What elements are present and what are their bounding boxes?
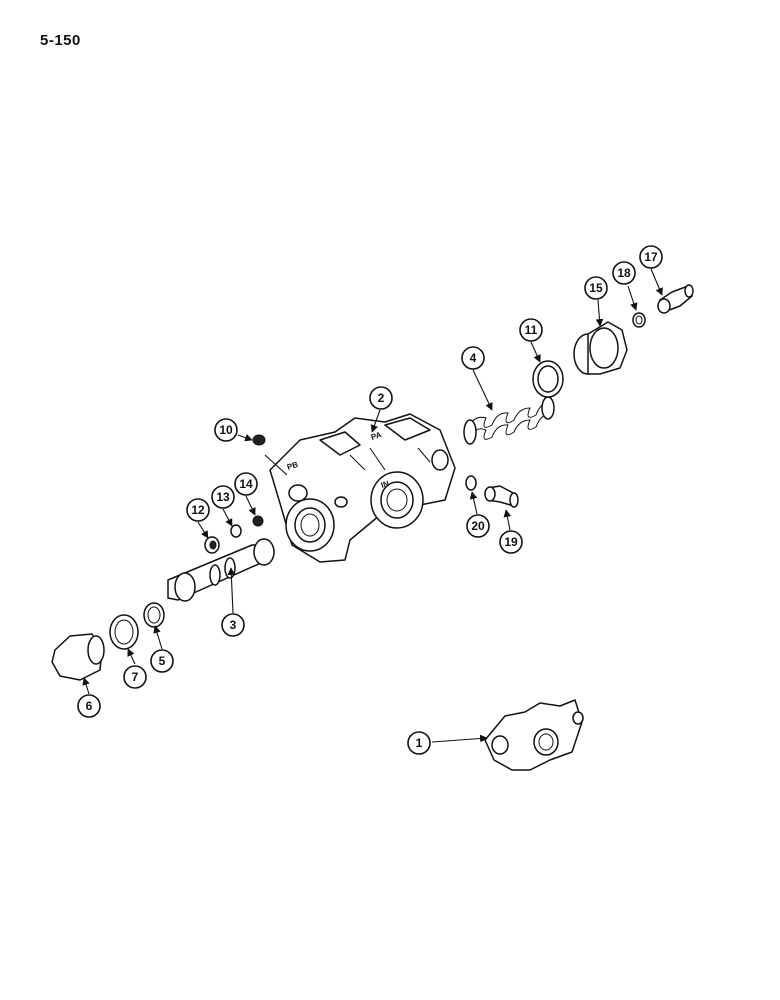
callout-15: 15	[584, 276, 608, 300]
plug-cap	[573, 321, 628, 375]
spool	[167, 538, 275, 602]
set-screw-14	[252, 515, 264, 527]
callout-10: 10	[214, 418, 238, 442]
o-ring-13	[230, 524, 242, 538]
callout-12-label: 12	[191, 503, 205, 517]
valve-body: PB PA IN	[269, 413, 456, 563]
o-ring-18	[632, 312, 646, 328]
port-label-pb: PB	[286, 460, 300, 472]
callout-17-label: 17	[644, 250, 658, 264]
callout-14-label: 14	[239, 477, 253, 491]
o-ring-20	[465, 475, 477, 491]
callout-1: 1	[407, 731, 431, 755]
callout-18: 18	[612, 261, 636, 285]
callout-6: 6	[77, 694, 101, 718]
callout-19-label: 19	[504, 535, 518, 549]
callout-7-label: 7	[132, 670, 139, 684]
fitting-17	[657, 284, 694, 314]
plug-12	[204, 536, 220, 554]
callout-11-label: 11	[525, 323, 538, 337]
callout-13-label: 13	[216, 490, 230, 504]
callout-1-label: 1	[416, 736, 423, 750]
port-label-pa: PA	[370, 430, 383, 442]
callout-4: 4	[461, 346, 485, 370]
leader-lines	[82, 268, 663, 743]
callout-17: 17	[639, 245, 663, 269]
fitting-19	[484, 485, 519, 508]
callout-13: 13	[211, 485, 235, 509]
callout-6-label: 6	[86, 699, 93, 713]
spring	[463, 396, 555, 445]
callout-18-label: 18	[617, 266, 631, 280]
page-number: 5-150	[40, 32, 81, 49]
plug-screw-10	[252, 434, 266, 446]
callout-11: 11	[519, 318, 543, 342]
callout-5: 5	[150, 649, 174, 673]
callout-15-label: 15	[589, 281, 603, 295]
callout-3-label: 3	[230, 618, 237, 632]
callout-19: 19	[499, 530, 523, 554]
callout-10-label: 10	[219, 423, 233, 437]
callout-2-label: 2	[378, 391, 385, 405]
callout-12: 12	[186, 498, 210, 522]
callout-5-label: 5	[159, 654, 166, 668]
callout-20-label: 20	[471, 519, 485, 533]
port-label-in: IN	[380, 479, 391, 490]
callout-7: 7	[123, 665, 147, 689]
snap-ring	[143, 602, 165, 628]
valve-assembly	[484, 699, 584, 771]
end-cap	[51, 633, 105, 681]
callout-2: 2	[369, 386, 393, 410]
washer-7	[109, 614, 139, 650]
washer	[532, 360, 564, 398]
callout-20: 20	[466, 514, 490, 538]
callout-14: 14	[234, 472, 258, 496]
callout-4-label: 4	[470, 351, 477, 365]
callout-3: 3	[221, 613, 245, 637]
